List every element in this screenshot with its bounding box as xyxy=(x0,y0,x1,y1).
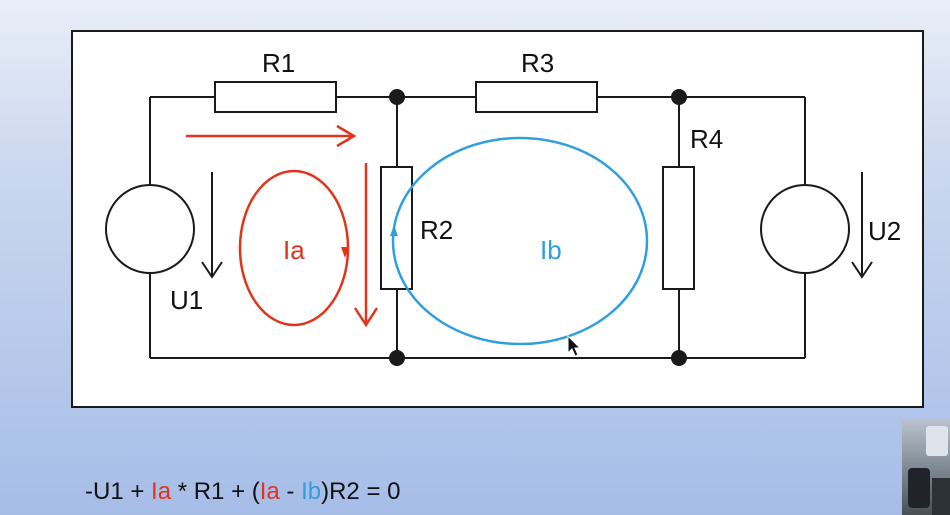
source-u2 xyxy=(760,184,850,274)
resistor-r2 xyxy=(380,166,413,290)
mouse-pointer-icon xyxy=(567,334,582,357)
current-arrow-r2-head xyxy=(353,307,379,328)
loop-ib-arrowhead xyxy=(390,225,398,236)
label-r2: R2 xyxy=(420,215,453,245)
node-bottom-r2 xyxy=(389,350,405,366)
current-arrow-r1-head xyxy=(336,124,357,148)
label-u2: U2 xyxy=(868,216,901,246)
node-bottom-r4 xyxy=(671,350,687,366)
node-top-r2 xyxy=(389,89,405,105)
resistor-r3 xyxy=(475,81,598,113)
node-top-r4 xyxy=(671,89,687,105)
resistor-r4 xyxy=(662,166,695,290)
equation-ia-2: Ia xyxy=(259,478,280,505)
equation-part-4: )R2 = 0 xyxy=(321,478,401,505)
label-r4: R4 xyxy=(690,124,723,154)
label-r3: R3 xyxy=(521,48,554,78)
loop-ia-arrowhead xyxy=(341,247,349,258)
u1-arrow-head xyxy=(201,261,223,279)
mesh-equation: -U1 + Ia * R1 + (Ia - Ib)R2 = 0 xyxy=(85,478,400,506)
equation-part-1: -U1 + xyxy=(85,478,152,505)
mesh-loop-ib xyxy=(391,136,649,346)
u2-arrow-head xyxy=(851,261,873,279)
equation-ib: Ib xyxy=(301,478,322,505)
source-u1 xyxy=(105,184,195,274)
equation-part-2: * R1 + ( xyxy=(171,478,260,505)
equation-ia-1: Ia xyxy=(151,478,172,505)
equation-part-3: - xyxy=(279,478,302,505)
label-ib: Ib xyxy=(540,235,562,265)
webcam-overlay xyxy=(902,420,950,515)
label-r1: R1 xyxy=(262,48,295,78)
resistor-r1 xyxy=(214,81,337,113)
label-ia: Ia xyxy=(283,235,305,265)
label-u1: U1 xyxy=(170,285,203,315)
